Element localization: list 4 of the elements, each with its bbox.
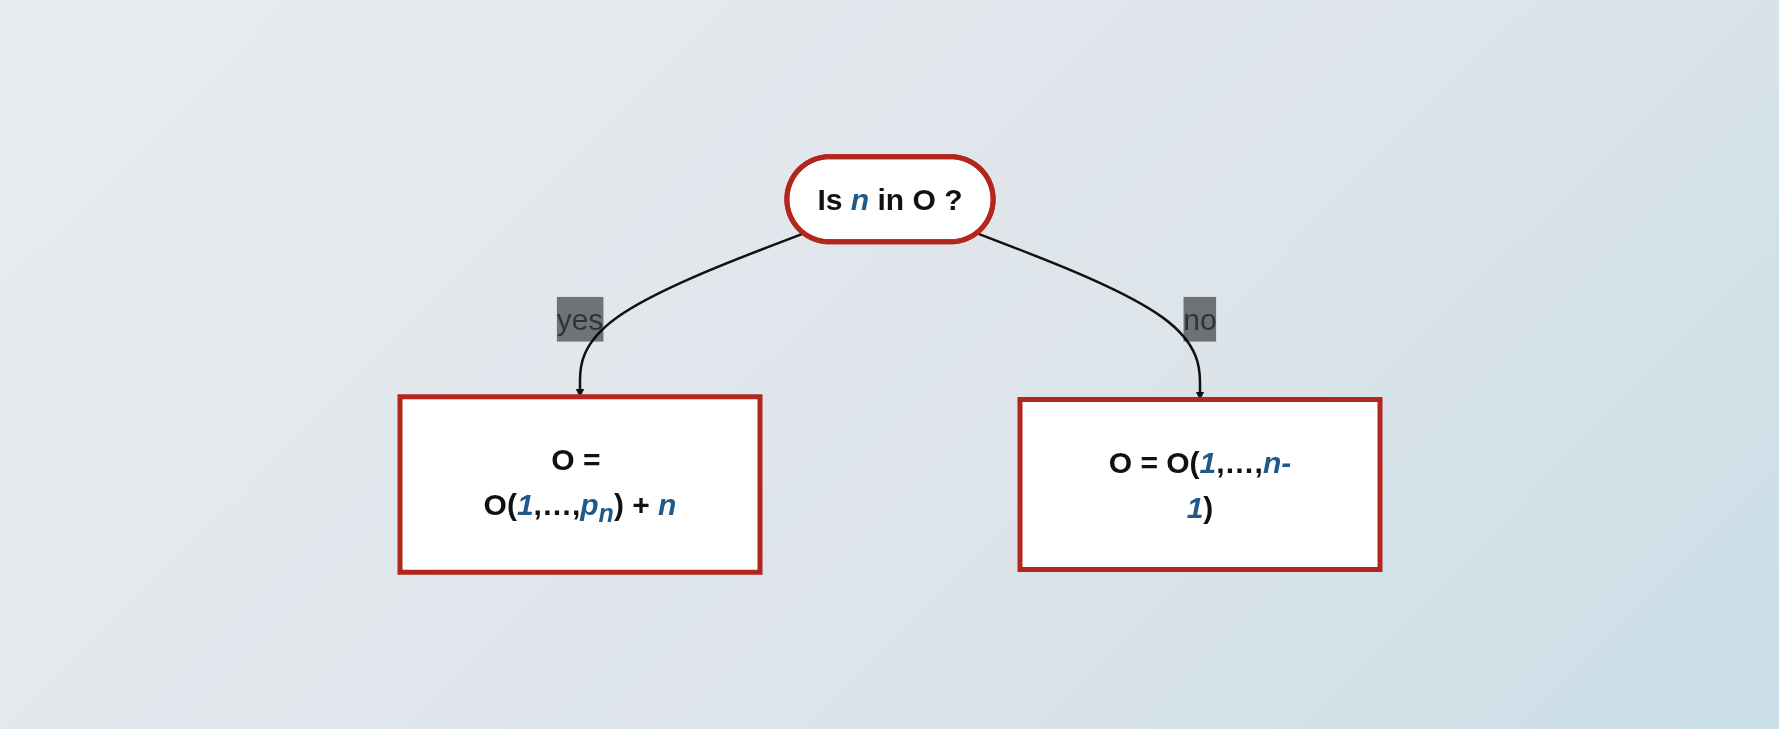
edge-label: yes [556, 302, 603, 336]
node-box: O = O(1,…,p$_{n}$) + n [397, 394, 762, 575]
edge-label: no [1182, 302, 1217, 336]
node-box: O = O(1,…,n-1) [1017, 397, 1382, 572]
